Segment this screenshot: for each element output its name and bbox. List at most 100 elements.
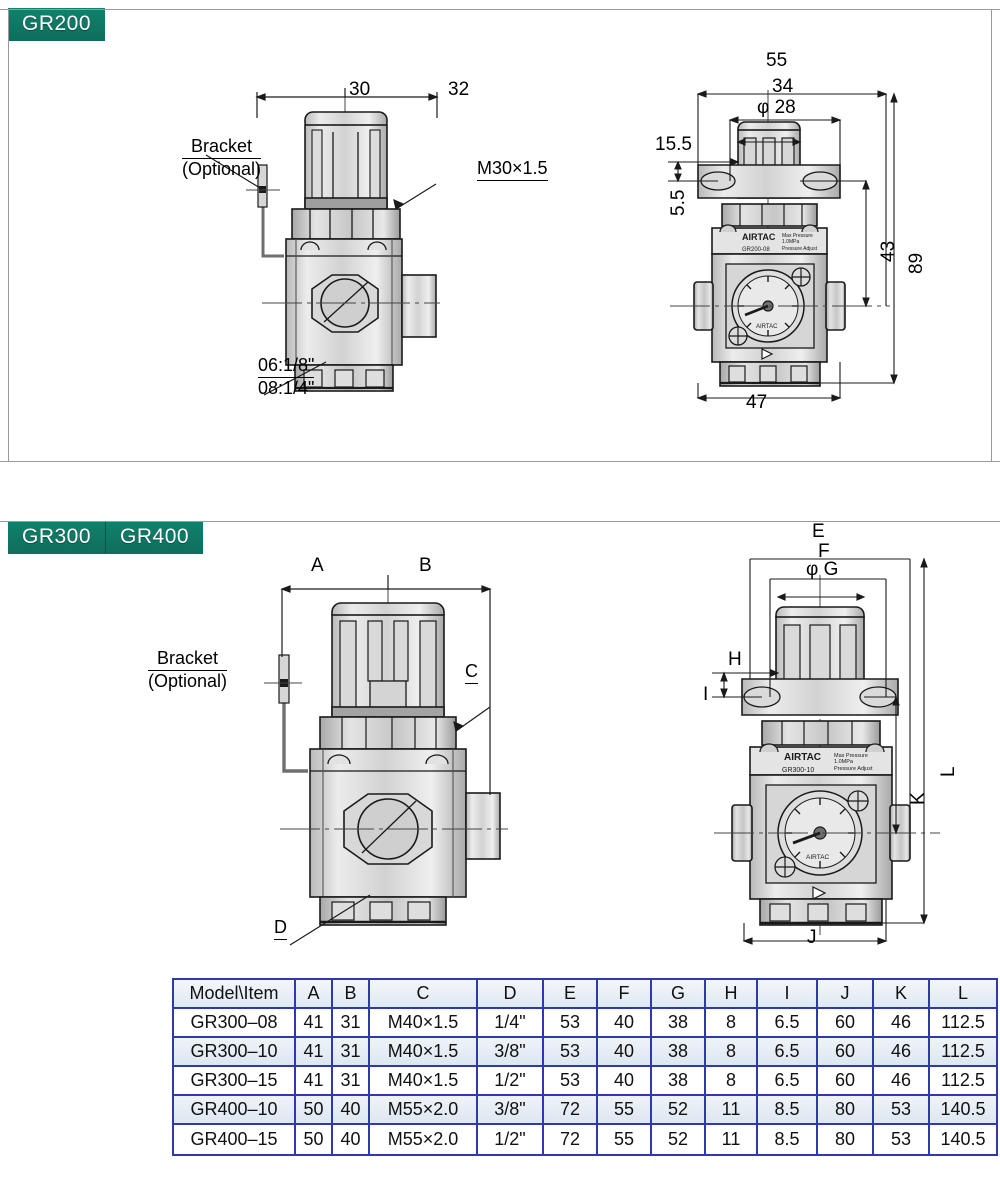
cell-l: 140.5 xyxy=(930,1096,996,1125)
cell-e: 53 xyxy=(544,1009,598,1038)
cell-f: 40 xyxy=(598,1067,652,1096)
cell-c: M40×1.5 xyxy=(370,1009,478,1038)
cell-c: M55×2.0 xyxy=(370,1125,478,1154)
gr200-front-view xyxy=(200,70,620,410)
cell-e: 72 xyxy=(544,1125,598,1154)
callout-thread-gr200: M30×1.5 xyxy=(477,158,548,182)
panel-left-edge-gr200 xyxy=(8,9,9,461)
callout-port-gr200: 06:1/8" 08:1/4" xyxy=(258,355,315,399)
callout-bracket-gr300-line2: (Optional) xyxy=(148,671,228,692)
cell-e: 53 xyxy=(544,1067,598,1096)
cell-model: GR300–10 xyxy=(174,1038,296,1067)
cell-g: 38 xyxy=(652,1009,706,1038)
cell-model: GR300–08 xyxy=(174,1009,296,1038)
dim-gr300-H: H xyxy=(728,649,742,670)
callout-port-line1: 06:1/8" xyxy=(258,355,315,379)
dim-gr300-C: C xyxy=(465,661,478,685)
gr200-side-view: AIRTAC Max Pressure 1.0MPa GR200-08 Pres… xyxy=(650,60,950,410)
cell-b: 40 xyxy=(333,1096,370,1125)
cell-f: 55 xyxy=(598,1096,652,1125)
dim-gr200-55b: 5.5 xyxy=(668,189,689,216)
cell-g: 52 xyxy=(652,1096,706,1125)
spec-table-wrap: Model\Item A B C D E F G H I J K L GR3 xyxy=(172,978,998,1156)
svg-text:1.0MPa: 1.0MPa xyxy=(782,239,799,245)
svg-text:1.0MPa: 1.0MPa xyxy=(834,759,854,765)
callout-bracket-gr300: Bracket (Optional) xyxy=(148,648,228,692)
th-l: L xyxy=(930,980,996,1009)
panel-right-edge-gr200 xyxy=(991,9,992,461)
dim-gr200-55: 55 xyxy=(766,50,788,71)
dim-gr200-155: 15.5 xyxy=(655,134,692,155)
cell-model: GR400–15 xyxy=(174,1125,296,1154)
callout-bracket-line1: Bracket xyxy=(182,136,262,160)
dim-gr300-L: L xyxy=(938,766,959,777)
tab-gr300[interactable]: GR300 xyxy=(8,521,107,554)
cell-b: 31 xyxy=(333,1009,370,1038)
dim-gr200-43: 43 xyxy=(878,240,899,262)
cell-l: 112.5 xyxy=(930,1009,996,1038)
cell-model: GR300–15 xyxy=(174,1067,296,1096)
dim-gr300-A: A xyxy=(311,555,324,576)
cell-a: 41 xyxy=(296,1067,333,1096)
cell-j: 60 xyxy=(818,1038,874,1067)
cell-k: 53 xyxy=(874,1125,930,1154)
svg-text:AIRTAC: AIRTAC xyxy=(784,752,821,763)
cell-e: 53 xyxy=(544,1038,598,1067)
svg-text:AIRTAC: AIRTAC xyxy=(756,324,778,330)
tab-gr200[interactable]: GR200 xyxy=(8,8,106,41)
dim-gr300-phiG: φ G xyxy=(806,559,839,580)
cell-i: 8.5 xyxy=(758,1125,818,1154)
cell-h: 11 xyxy=(706,1096,758,1125)
dim-gr300-I: I xyxy=(703,684,709,705)
svg-text:GR300-10: GR300-10 xyxy=(782,767,814,774)
svg-text:GR200-08: GR200-08 xyxy=(742,247,770,253)
cell-h: 11 xyxy=(706,1125,758,1154)
th-k: K xyxy=(874,980,930,1009)
dim-gr300-E: E xyxy=(812,521,825,542)
cell-i: 6.5 xyxy=(758,1009,818,1038)
callout-bracket-line2: (Optional) xyxy=(182,159,262,180)
cell-c: M40×1.5 xyxy=(370,1067,478,1096)
cell-k: 46 xyxy=(874,1038,930,1067)
dim-gr200-32: 32 xyxy=(448,79,470,100)
table-row: GR400–10 50 40 M55×2.0 3/8" 72 55 52 11 … xyxy=(174,1096,996,1125)
th-f: F xyxy=(598,980,652,1009)
cell-h: 8 xyxy=(706,1009,758,1038)
cell-g: 38 xyxy=(652,1038,706,1067)
th-g: G xyxy=(652,980,706,1009)
cell-k: 53 xyxy=(874,1096,930,1125)
cell-l: 112.5 xyxy=(930,1038,996,1067)
cell-a: 50 xyxy=(296,1125,333,1154)
gr300-front-view xyxy=(240,545,540,946)
cell-j: 60 xyxy=(818,1009,874,1038)
callout-port-line2: 08:1/4" xyxy=(258,378,315,399)
tab-gr400[interactable]: GR400 xyxy=(106,521,204,554)
svg-text:AIRTAC: AIRTAC xyxy=(742,232,776,242)
cell-h: 8 xyxy=(706,1038,758,1067)
th-c: C xyxy=(370,980,478,1009)
table-header-row: Model\Item A B C D E F G H I J K L xyxy=(174,980,996,1009)
dim-gr200-47: 47 xyxy=(746,392,768,413)
th-j: J xyxy=(818,980,874,1009)
callout-bracket-gr300-line1: Bracket xyxy=(148,648,228,672)
cell-g: 52 xyxy=(652,1125,706,1154)
cell-a: 50 xyxy=(296,1096,333,1125)
cell-g: 38 xyxy=(652,1067,706,1096)
cell-e: 72 xyxy=(544,1096,598,1125)
svg-text:Max Pressure: Max Pressure xyxy=(782,233,813,239)
cell-f: 40 xyxy=(598,1009,652,1038)
section-tabs-gr200: GR200 xyxy=(8,8,106,41)
dim-gr300-B: B xyxy=(419,555,432,576)
cell-k: 46 xyxy=(874,1067,930,1096)
cell-model: GR400–10 xyxy=(174,1096,296,1125)
cell-a: 41 xyxy=(296,1009,333,1038)
dim-gr300-D-label: D xyxy=(274,917,287,941)
cell-d: 1/2" xyxy=(478,1067,544,1096)
cell-h: 8 xyxy=(706,1067,758,1096)
dim-gr300-K: K xyxy=(908,792,929,805)
svg-text:AIRTAC: AIRTAC xyxy=(806,854,830,861)
section-tabs-gr300-gr400: GR300 GR400 xyxy=(8,521,204,554)
th-i: I xyxy=(758,980,818,1009)
cell-i: 8.5 xyxy=(758,1096,818,1125)
